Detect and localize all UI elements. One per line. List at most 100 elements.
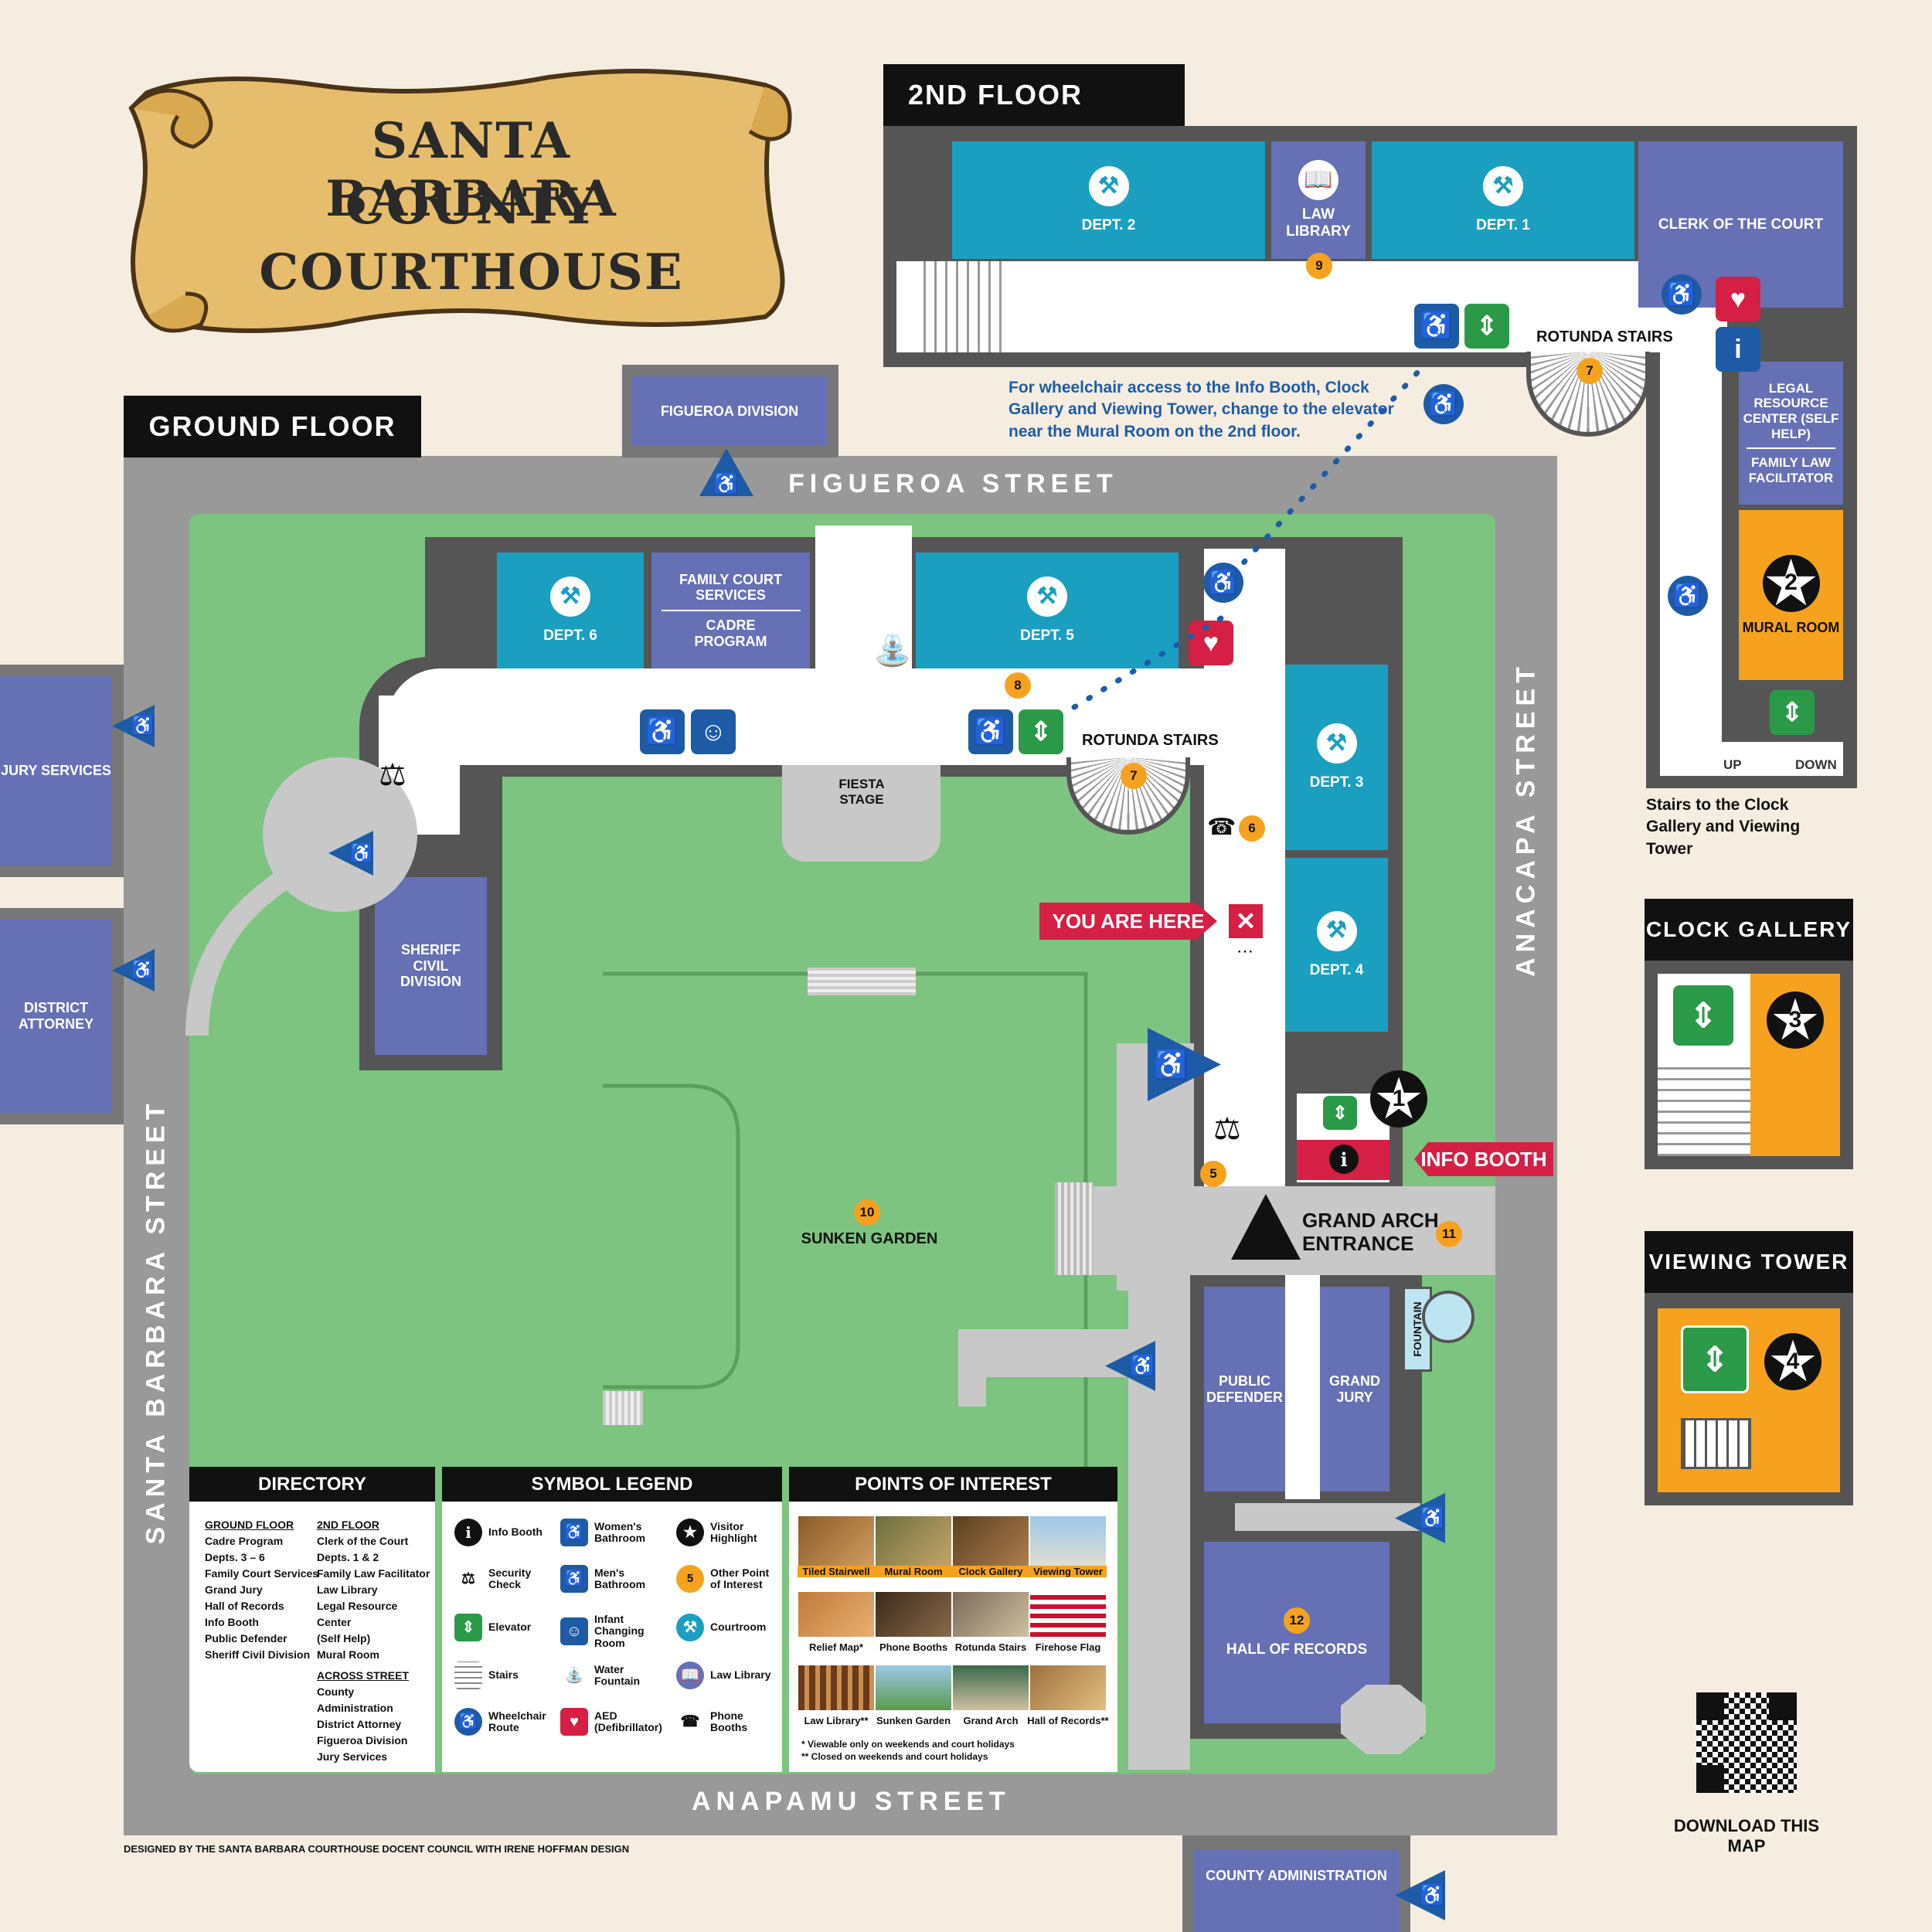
highlight-4-marker[interactable]: 4 xyxy=(1764,1333,1821,1390)
poi-10-marker[interactable]: 10 xyxy=(854,1199,880,1226)
second-aed-icon[interactable]: ♥ xyxy=(1716,277,1760,321)
district-attorney[interactable]: DISTRICT ATTORNEY xyxy=(0,920,112,1113)
county-administration[interactable]: COUNTY ADMINISTRATION xyxy=(1194,1849,1399,1932)
relief-map-photo[interactable] xyxy=(798,1592,874,1637)
highlight-3-marker[interactable]: 3 xyxy=(1767,992,1824,1049)
directory-item[interactable]: Info Booth xyxy=(205,1616,259,1628)
dept-6-label: DEPT. 6 xyxy=(543,628,597,645)
dept-6[interactable]: ⚒ DEPT. 6 xyxy=(497,553,644,668)
sunken-garden-photo[interactable] xyxy=(876,1665,951,1710)
clock-gallery-stairs xyxy=(1658,1059,1750,1156)
directory-item[interactable]: Clerk of the Court xyxy=(317,1535,409,1547)
security-check-icon-east[interactable]: ⚖ xyxy=(1213,1112,1241,1146)
clock-gallery-elevator-icon[interactable]: ⇕ xyxy=(1673,985,1733,1046)
poi-6-marker[interactable]: 6 xyxy=(1239,815,1265,842)
cadre-label: CADRE PROGRAM xyxy=(694,617,767,649)
mural-room[interactable]: 2 MURAL ROOM xyxy=(1739,510,1843,680)
grand-arch-photo[interactable] xyxy=(953,1665,1029,1710)
directory-item[interactable]: District Attorney xyxy=(317,1718,402,1730)
hall-of-records-photo[interactable] xyxy=(1030,1665,1106,1710)
tower-octagon xyxy=(1341,1685,1426,1754)
figueroa-division[interactable]: FIGUEROA DIVISION xyxy=(632,376,827,446)
second-info-icon[interactable]: i xyxy=(1716,327,1760,372)
highlight-1-marker[interactable]: 1 xyxy=(1370,1070,1427,1128)
legend-label: Courtroom xyxy=(710,1621,767,1634)
rotunda-stairs-photo[interactable] xyxy=(953,1592,1029,1637)
phone-booth-icon[interactable]: ☎ xyxy=(1207,815,1236,840)
poi-7-marker-second[interactable]: 7 xyxy=(1577,358,1603,384)
law-library[interactable]: 📖 LAW LIBRARY xyxy=(1271,141,1366,259)
poi-label: Mural Room xyxy=(875,1566,952,1577)
dept-4[interactable]: ⚒ DEPT. 4 xyxy=(1285,858,1388,1032)
legal-resource-center[interactable]: LEGAL RESOURCE CENTER (SELF HELP) FAMILY… xyxy=(1739,362,1843,505)
dept-1[interactable]: ⚒ DEPT. 1 xyxy=(1372,141,1634,259)
firehose-flag-photo[interactable] xyxy=(1030,1592,1106,1637)
directory-item[interactable]: (Self Help) xyxy=(317,1632,371,1645)
directory-item[interactable]: Depts. 3 – 6 xyxy=(205,1551,265,1563)
directory-item[interactable]: Figueroa Division xyxy=(317,1734,408,1747)
elevator-icon-info[interactable]: ⇕ xyxy=(1323,1096,1357,1130)
clock-gallery-photo[interactable] xyxy=(953,1516,1029,1572)
second-wheelchair-icon-2[interactable]: ♿ xyxy=(1423,384,1464,424)
poi-5-marker[interactable]: 5 xyxy=(1200,1161,1226,1187)
courtroom-icon: ⚒ xyxy=(1483,166,1523,207)
directory-item[interactable]: Family Law Facilitator xyxy=(317,1567,430,1580)
directory-item[interactable]: Grand Jury xyxy=(205,1583,263,1596)
directory-item[interactable]: Law Library xyxy=(317,1583,378,1596)
aed-icon[interactable]: ♥ xyxy=(1189,621,1233,665)
infant-changing-icon[interactable]: ☺ xyxy=(691,709,736,754)
grand-jury[interactable]: GRAND JURY xyxy=(1320,1287,1389,1492)
dept-3[interactable]: ⚒ DEPT. 3 xyxy=(1285,665,1388,850)
second-elevator-icon[interactable]: ⇕ xyxy=(1464,304,1509,349)
arch-passage xyxy=(1285,1275,1320,1499)
dept-5[interactable]: ⚒ DEPT. 5 xyxy=(916,553,1179,668)
sheriff-civil-division[interactable]: SHERIFF CIVIL DIVISION xyxy=(375,877,487,1055)
north-entry-corridor xyxy=(815,526,912,680)
poi-11-marker[interactable]: 11 xyxy=(1436,1221,1462,1247)
mural-room-photo[interactable] xyxy=(876,1516,951,1572)
info-icon[interactable]: i xyxy=(1329,1145,1359,1174)
directory-across-list: County Administration District Attorney … xyxy=(317,1684,433,1765)
directory-item[interactable]: Sheriff Civil Division xyxy=(205,1648,311,1661)
poi-7-marker-ground[interactable]: 7 xyxy=(1121,763,1147,789)
legend-courtroom: ⚒Courtroom xyxy=(676,1614,777,1641)
directory-item[interactable]: Public Defender xyxy=(205,1632,287,1645)
water-fountain-icon[interactable]: ⛲ xyxy=(873,634,912,668)
jury-services[interactable]: JURY SERVICES xyxy=(0,676,112,866)
directory-item[interactable]: Depts. 1 & 2 xyxy=(317,1551,379,1563)
womens-bathroom-legend-icon: ♿ xyxy=(560,1519,588,1546)
legend-stairs: Stairs xyxy=(454,1662,555,1689)
poi-8-marker[interactable]: 8 xyxy=(1005,672,1031,699)
second-wheelchair-icon-1[interactable]: ♿ xyxy=(1662,274,1702,315)
mens-bathroom-icon[interactable]: ♿ xyxy=(968,709,1013,754)
public-defender[interactable]: PUBLIC DEFENDER xyxy=(1204,1287,1285,1492)
tiled-stairwell-photo[interactable] xyxy=(798,1516,874,1572)
phone-booths-photo[interactable] xyxy=(876,1592,951,1637)
law-library-photo[interactable] xyxy=(798,1665,874,1710)
mural-elevator-icon[interactable]: ⇕ xyxy=(1770,690,1815,735)
second-bathroom-icon[interactable]: ♿ xyxy=(1414,304,1459,349)
directory-item[interactable]: Family Court Services xyxy=(205,1567,319,1580)
qr-code[interactable] xyxy=(1696,1692,1797,1793)
viewing-tower-elevator-icon[interactable]: ⇕ xyxy=(1681,1325,1749,1393)
elevator-icon[interactable]: ⇕ xyxy=(1019,709,1063,754)
viewing-tower-photo[interactable] xyxy=(1030,1516,1106,1572)
directory-item[interactable]: Mural Room xyxy=(317,1648,379,1661)
clock-gallery-header: CLOCK GALLERY xyxy=(1645,899,1853,961)
security-check-icon-west[interactable]: ⚖ xyxy=(379,758,406,792)
dept-2[interactable]: ⚒ DEPT. 2 xyxy=(952,141,1265,259)
other-poi-legend-icon: 5 xyxy=(676,1565,704,1593)
family-court-services[interactable]: FAMILY COURT SERVICES CADRE PROGRAM xyxy=(651,553,810,668)
directory-item[interactable]: County Administration xyxy=(317,1685,393,1714)
wheelchair-route-icon[interactable]: ♿ xyxy=(1203,563,1243,603)
legal-resource-label: LEGAL RESOURCE CENTER (SELF HELP) xyxy=(1743,380,1839,441)
info-booth-label[interactable]: INFO BOOTH xyxy=(1414,1142,1553,1176)
second-wheelchair-icon-3[interactable]: ♿ xyxy=(1668,576,1708,616)
womens-bathroom-icon[interactable]: ♿ xyxy=(640,709,685,754)
directory-item[interactable]: Legal Resource Center xyxy=(317,1600,398,1628)
directory-item[interactable]: Jury Services xyxy=(317,1750,388,1763)
poi-9-marker[interactable]: 9 xyxy=(1306,253,1332,279)
directory-item[interactable]: Hall of Records xyxy=(205,1600,284,1612)
legend-label: Women's Bathroom xyxy=(594,1519,646,1544)
directory-item[interactable]: Cadre Program xyxy=(205,1535,284,1547)
